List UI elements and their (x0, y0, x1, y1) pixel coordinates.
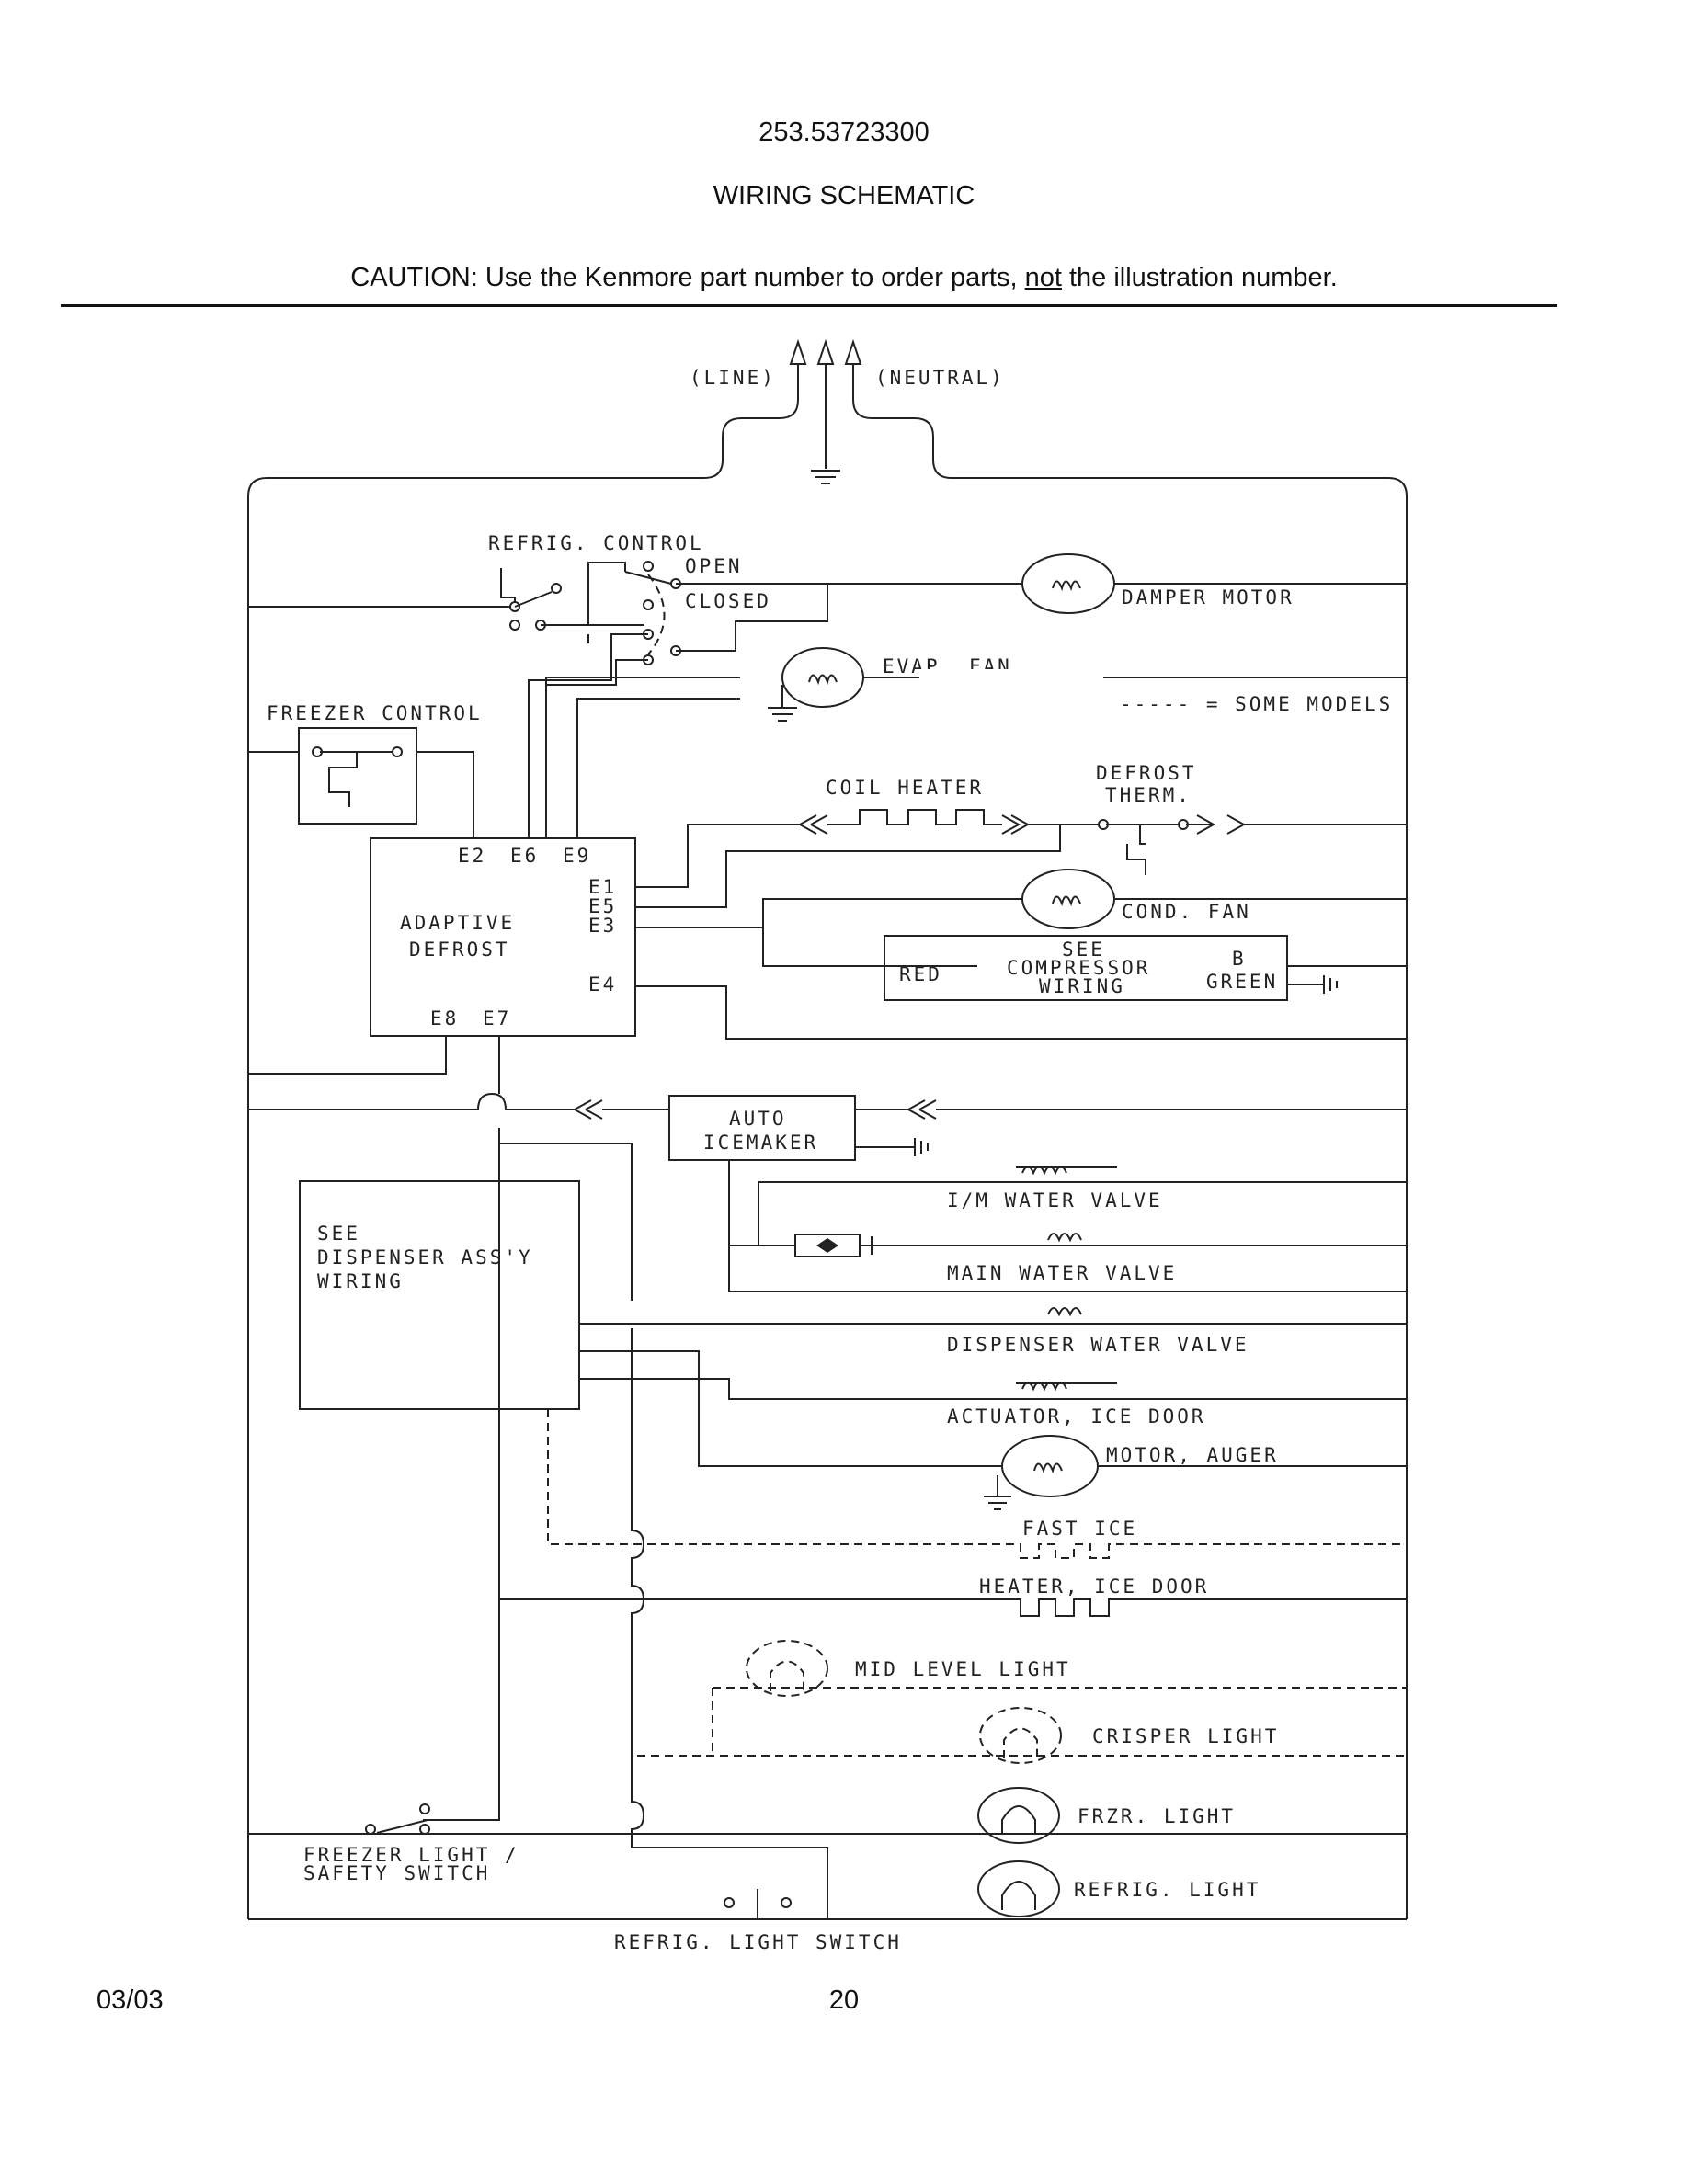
frzr-light-label: FRZR. LIGHT (1078, 1805, 1236, 1827)
power-entry: (LINE) (NEUTRAL) (247, 338, 1408, 1919)
caution-suffix: the illustration number. (1061, 263, 1338, 292)
actuator-ice-door-label: ACTUATOR, ICE DOOR (947, 1405, 1206, 1428)
cond-fan-label: COND. FAN (1122, 901, 1251, 923)
terminal-e5: E5 (588, 895, 617, 917)
freezer-light: FRZR. LIGHT (248, 1787, 1407, 1844)
neutral-label: (NEUTRAL) (875, 367, 1005, 389)
dispenser-assembly-box: SEE DISPENSER ASS'Y WIRING (299, 1180, 580, 1410)
ice-door-heater: HEATER, ICE DOOR (499, 1575, 1407, 1617)
terminal-e2: E2 (458, 845, 486, 867)
fast-ice-heater: FAST ICE (547, 1409, 1407, 1559)
motor-auger-label: MOTOR, AUGER (1106, 1444, 1279, 1466)
compressor-green-label: GREEN (1206, 971, 1278, 993)
refrig-light-switch-label: REFRIG. LIGHT SWITCH (614, 1931, 902, 1953)
caution-emphasis: not (1024, 263, 1062, 292)
adaptive-label-2: DEFROST (409, 938, 510, 961)
terminal-e1: E1 (588, 876, 617, 898)
heater-ice-door-label: HEATER, ICE DOOR (979, 1575, 1209, 1598)
freezer-safety-switch: FREEZER LIGHT / SAFETY SWITCH (303, 1803, 519, 1884)
actuator-ice-door: ACTUATOR, ICE DOOR (579, 1378, 1407, 1428)
caution-note: CAUTION: Use the Kenmore part number to … (0, 263, 1688, 293)
crisper-light: CRISPER LIGHT (637, 1707, 1407, 1764)
caution-prefix: CAUTION: Use the Kenmore part number to … (350, 263, 1025, 292)
mid-level-light-label: MID LEVEL LIGHT (855, 1658, 1071, 1680)
compressor-see-label: SEE (1062, 938, 1105, 961)
crisper-light-label: CRISPER LIGHT (1092, 1725, 1279, 1747)
dispenser-label-2: DISPENSER ASS'Y (317, 1246, 533, 1268)
defrost-therm-label-2: THERM. (1105, 784, 1192, 806)
dispenser-label-1: SEE (317, 1223, 360, 1245)
refrig-light-switch: REFRIG. LIGHT SWITCH (614, 1889, 902, 1953)
compressor-label: COMPRESSOR (1007, 957, 1150, 979)
auto-label: AUTO (729, 1108, 787, 1130)
freezer-control-label: FREEZER CONTROL (267, 702, 483, 724)
coil-heater: COIL HEATER DEFROST THERM. (799, 762, 1407, 875)
coil-heater-label: COIL HEATER (826, 777, 984, 799)
refrig-light: REFRIG. LIGHT (977, 1860, 1260, 1917)
compressor-wiring-box: RED SEE COMPRESSOR WIRING B GREEN (762, 927, 1407, 1001)
refrig-light-label: REFRIG. LIGHT (1074, 1879, 1260, 1901)
dispenser-water-valve-label: DISPENSER WATER VALVE (947, 1334, 1249, 1356)
freezer-switch-label-2: SAFETY SWITCH (303, 1862, 490, 1884)
ground-icon (811, 470, 840, 484)
fast-ice-label: FAST ICE (1022, 1518, 1137, 1540)
mid-level-light: MID LEVEL LIGHT (712, 1640, 1407, 1756)
model-number: 253.53723300 (758, 118, 930, 147)
defrost-therm-label-1: DEFROST (1096, 762, 1197, 784)
terminal-e4: E4 (588, 973, 617, 995)
damper-motor: DAMPER MOTOR (1021, 553, 1295, 614)
refrig-control: REFRIG. CONTROL OPEN CLOSED (248, 532, 1407, 838)
open-label: OPEN (685, 555, 743, 577)
auger-motor: MOTOR, AUGER (579, 1350, 1407, 1510)
terminal-e6: E6 (510, 845, 539, 867)
freezer-switch-label-1: FREEZER LIGHT / (303, 1844, 519, 1866)
page-number: 20 (828, 1985, 860, 2015)
dispenser-label-3: WIRING (317, 1270, 404, 1292)
damper-motor-label: DAMPER MOTOR (1122, 586, 1295, 609)
page-title: WIRING SCHEMATIC (713, 181, 975, 210)
terminal-e8: E8 (430, 1007, 459, 1029)
dispenser-water-valve: DISPENSER WATER VALVE (579, 1307, 1407, 1356)
terminal-e9: E9 (563, 845, 591, 867)
terminal-e3: E3 (588, 915, 617, 937)
some-models-legend: ----- = SOME MODELS (1120, 693, 1393, 715)
evap-fan: EVAP. FAN ----- = SOME MODELS (545, 647, 1407, 838)
line-label: (LINE) (690, 367, 776, 389)
compressor-wiring-label: WIRING (1039, 975, 1125, 997)
compressor-red-label: RED (899, 963, 942, 985)
refrig-control-label: REFRIG. CONTROL (488, 532, 704, 554)
adaptive-label-1: ADAPTIVE (400, 912, 515, 934)
compressor-b-label: B (1232, 948, 1247, 970)
im-water-valve-label: I/M WATER VALVE (947, 1189, 1163, 1211)
auto-icemaker: AUTO ICEMAKER (248, 1072, 1407, 1246)
terminal-e7: E7 (483, 1007, 511, 1029)
icemaker-label: ICEMAKER (703, 1132, 818, 1154)
main-water-valve: MAIN WATER VALVE (728, 1233, 1407, 1292)
footer-date: 03/03 (97, 1985, 164, 2015)
im-water-valve: I/M WATER VALVE (758, 1166, 1407, 1246)
closed-label: CLOSED (685, 590, 771, 612)
header-rule (61, 304, 1557, 307)
condenser-fan: COND. FAN (1021, 869, 1407, 929)
main-water-valve-label: MAIN WATER VALVE (947, 1262, 1177, 1284)
freezer-control: FREEZER CONTROL (248, 702, 483, 838)
